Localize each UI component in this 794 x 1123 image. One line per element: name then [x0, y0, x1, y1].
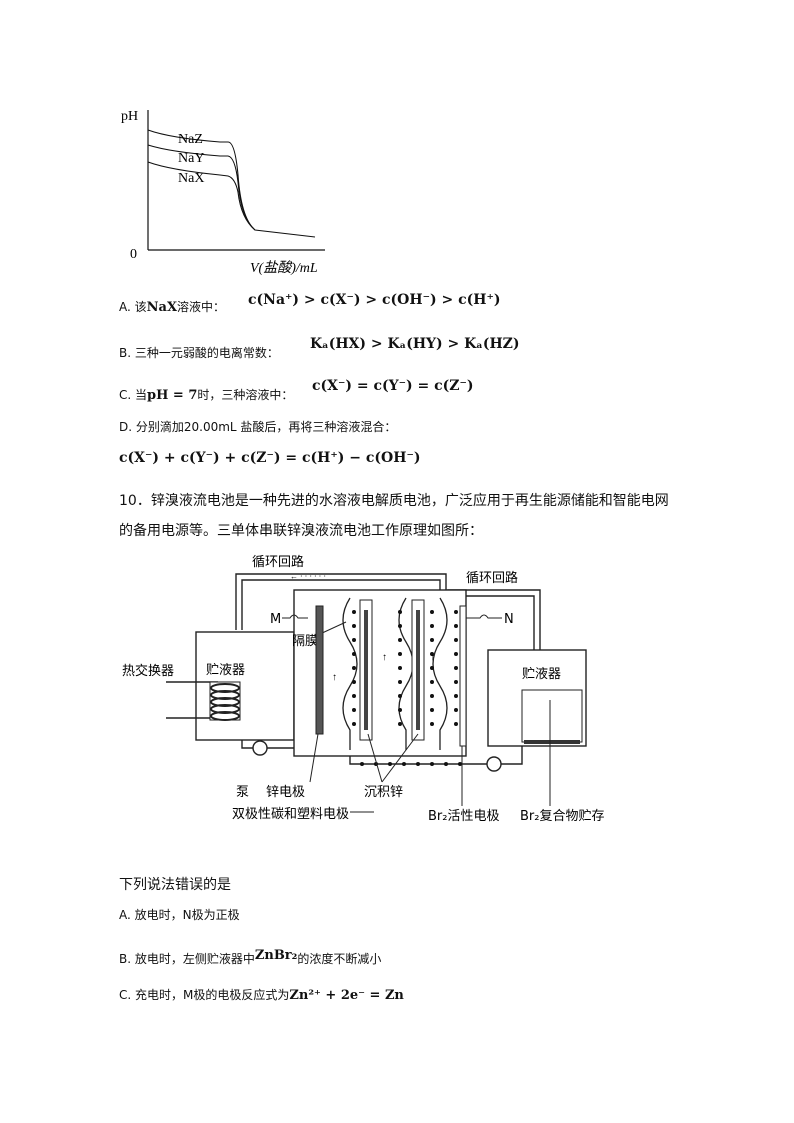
- battery-diagram: 循环回路 循环回路 ← · · · · · · 贮液器 热交换器 M 隔膜: [122, 554, 604, 824]
- deposited-zinc-label: 沉积锌: [364, 785, 403, 800]
- heat-exchanger-label: 热交换器: [122, 663, 174, 679]
- br2-electrode: [459, 605, 467, 747]
- zinc-electrode: [315, 605, 324, 735]
- stem: 下列说法错误的是: [119, 877, 231, 893]
- reservoir-left-label: 贮液器: [206, 663, 245, 678]
- option-b-formula: Kₐ(HX) > Kₐ(HY) > Kₐ(HZ): [310, 336, 520, 352]
- svg-text:↑: ↑: [430, 652, 435, 663]
- n-label: N: [504, 612, 514, 627]
- zinc-electrode-label: 锌电极: [266, 785, 305, 800]
- loop-right-label: 循环回路: [466, 570, 518, 586]
- option-a: A. 该NaX溶液中：: [119, 300, 226, 315]
- bottom-pipe-left: [241, 740, 294, 749]
- pump-label: 泵: [236, 785, 249, 800]
- option-c-formula: c(X⁻) = c(Y⁻) = c(Z⁻): [312, 378, 474, 394]
- origin-label: 0: [130, 247, 137, 262]
- bottom-pipe-right: [349, 746, 523, 765]
- m-label: M: [270, 612, 281, 627]
- q10-option-c: C. 充电时，M极的电极反应式为Zn²⁺ + 2e⁻ = Zn: [119, 988, 404, 1003]
- option-d-formula: c(X⁻) + c(Y⁻) + c(Z⁻) = c(H⁺) − c(OH⁻): [119, 450, 421, 466]
- curve-label-nax: NaX: [178, 171, 204, 186]
- option-d: D. 分别滴加20.00mL 盐酸后，再将三种溶液混合：: [119, 420, 397, 434]
- titration-graph: pH 0 V(盐酸)/mL NaZ NaY NaX: [121, 109, 325, 276]
- option-b: B. 三种一元弱酸的电离常数：: [119, 346, 279, 360]
- br2-electrode-label: Br₂活性电极: [428, 809, 499, 824]
- membrane-1: [342, 597, 358, 750]
- svg-text:↑: ↑: [382, 652, 387, 663]
- br2-storage-container: [521, 689, 583, 743]
- bipolar-electrode-label: 双极性碳和塑料电极: [232, 807, 349, 822]
- q10-line-1: 10．锌溴液流电池是一种先进的水溶液电解质电池，广泛应用于再生能源储能和智能电网: [119, 493, 669, 509]
- svg-text:↑: ↑: [332, 672, 337, 683]
- heat-exchanger-coil-icon: [209, 681, 241, 721]
- x-axis-label: V(盐酸)/mL: [250, 260, 318, 276]
- curve-label-nay: NaY: [178, 151, 204, 166]
- membrane-label: 隔膜: [292, 634, 318, 649]
- curve-nax: [147, 161, 256, 231]
- pump-right-icon: [486, 756, 502, 772]
- pump-left-icon: [252, 740, 268, 756]
- loop-left-label: 循环回路: [252, 554, 304, 570]
- curve-label-naz: NaZ: [178, 132, 203, 147]
- q10-option-b: B. 放电时，左侧贮液器中ZnBr₂的浓度不断减小: [119, 948, 382, 966]
- reservoir-right-label: 贮液器: [522, 667, 561, 682]
- curve-naz: [147, 129, 316, 238]
- option-a-formula: c(Na⁺) > c(X⁻) > c(OH⁻) > c(H⁺): [248, 292, 501, 308]
- option-c: C. 当pH = 7时，三种溶液中：: [119, 388, 294, 403]
- curve-nay: [147, 144, 256, 231]
- bromine-dots: [352, 610, 458, 726]
- y-axis-label: pH: [121, 109, 138, 124]
- svg-text:← · · · · · ·: ← · · · · · ·: [290, 572, 326, 581]
- left-loop-pipe: [235, 573, 447, 630]
- br2-storage-label: Br₂复合物贮存: [520, 809, 604, 824]
- q10-line-2: 的备用电源等。三单体串联锌溴液流电池工作原理如图所：: [119, 523, 483, 539]
- q10-option-a: A. 放电时，N极为正极: [119, 908, 240, 922]
